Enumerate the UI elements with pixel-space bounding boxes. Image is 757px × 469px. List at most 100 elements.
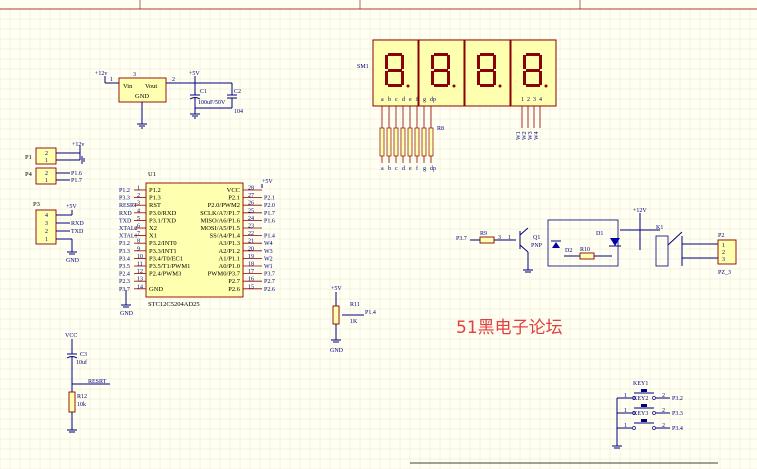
mcu-left-net: XTAL1 <box>119 234 138 240</box>
mcu-right-pin-name: A0/P1.0 <box>219 263 241 270</box>
resistor-pin-label: b <box>388 166 391 172</box>
mcu-right-pin-num: 23 <box>248 224 254 230</box>
mcu-left-pin-name: P3.5/T1/PWM1 <box>149 263 190 270</box>
mcu-right-pin-name: P2.6 <box>228 286 240 293</box>
resistor-pin-label: g <box>423 166 426 172</box>
display-com-pin: 4 <box>539 97 542 103</box>
p1-net: +12v <box>72 142 84 148</box>
mcu-left-net: XTAL2 <box>119 226 138 232</box>
p3-net-txd: TXD <box>71 229 84 235</box>
mcu-left-net: P2.3 <box>119 279 130 285</box>
p3-net-vcc: +5V <box>66 204 77 210</box>
segment <box>401 71 404 85</box>
segment <box>480 69 494 72</box>
mcu-left-pin-num: 14 <box>137 284 143 290</box>
mcu-right-pin-name: SS/A4/P1.4 <box>209 233 240 240</box>
key-pin-1: 1 <box>624 408 627 414</box>
key-pin-1: 1 <box>624 423 627 429</box>
key-pin-2: 2 <box>662 408 665 414</box>
mcu-left-pin-name: P3.0/RXD <box>149 210 177 217</box>
mcu-right-pin-num: 21 <box>248 239 254 245</box>
resistor-pin-label: dp <box>430 166 436 172</box>
mcu-right-pin-num: 17 <box>248 269 254 275</box>
pot-net: P1.4 <box>365 310 376 316</box>
mcu-left-net: P3.5 <box>119 264 130 270</box>
mcu-left-pin-name: RST <box>149 202 161 209</box>
c1-value: 100uF/50V <box>198 100 226 106</box>
segment <box>480 84 494 87</box>
resistor-pin-label: c <box>395 166 398 172</box>
display-com-pin: 3 <box>533 97 536 103</box>
display-wire-label: W3 <box>528 131 534 140</box>
mcu-left-net: RXD <box>119 211 132 217</box>
resistor <box>393 127 399 157</box>
resistor <box>421 127 427 157</box>
mcu-left-net: P3.7 <box>119 287 130 293</box>
decimal-point <box>406 84 410 88</box>
mcu-right-pin-num: 18 <box>248 262 254 268</box>
mcu-right-pin-name: MISO/A6/P1.6 <box>200 217 240 224</box>
display-seg-pin: g <box>423 97 426 103</box>
mcu-left-pin-name: X2 <box>149 225 157 232</box>
resistor-pin-label: a <box>381 166 384 172</box>
relay-in-net: P3.7 <box>456 236 467 242</box>
resistor <box>414 127 420 157</box>
display-seg-pin: c <box>395 97 398 103</box>
mcu-right-pin-num: 15 <box>248 284 254 290</box>
mcu-ref: U1 <box>148 171 156 178</box>
display-ref: SM1 <box>357 64 369 70</box>
segment <box>447 71 450 85</box>
relay-supply: +12V <box>633 208 647 214</box>
regulator-pin3: 3 <box>133 72 136 78</box>
segment <box>523 71 526 85</box>
r12-value: 10k <box>77 402 86 408</box>
r10-ref: R10 <box>580 247 590 253</box>
mcu-left-pin-name: P3.2/INT0 <box>149 240 177 247</box>
reset-net: RESRT <box>88 379 107 385</box>
mcu-left-pin-num: 5 <box>137 216 140 222</box>
pot-ref: R11 <box>350 302 360 308</box>
mcu-left-pin-name: P1.2 <box>149 187 161 194</box>
mcu-left-pin-num: 12 <box>137 269 143 275</box>
mcu-left-pin-name: GND <box>149 286 163 293</box>
mcu-right-pin-name: PWM0/P3.7 <box>208 271 241 278</box>
segment <box>431 55 434 69</box>
mcu-right-net: P3.7 <box>264 272 275 278</box>
key-net: P3.4 <box>672 426 683 432</box>
mcu-right-net: W1 <box>264 264 273 270</box>
mcu-right-pin-name: A3/P1.3 <box>219 240 241 247</box>
display-seg-pin: e <box>409 97 412 103</box>
segment <box>477 71 480 85</box>
segment <box>493 55 496 69</box>
mcu-right-net: P1.6 <box>264 218 275 224</box>
mcu-left-net: P1.2 <box>119 188 130 194</box>
display-res-ref: R8 <box>437 126 444 132</box>
r12-ref: R12 <box>77 394 87 400</box>
mcu-left-pin-name: P2.4/PWM3 <box>149 271 181 278</box>
p4-pin-2: 2 <box>45 171 48 177</box>
pot-gnd: GND <box>330 348 344 354</box>
segment <box>385 71 388 85</box>
ground-symbol <box>190 113 200 119</box>
segment <box>388 84 402 87</box>
display-wire-label: W1 <box>516 131 522 140</box>
mcu-left-pin-name: P3.3/INT1 <box>149 248 177 255</box>
segment <box>447 55 450 69</box>
regulator-gnd-label: GND <box>135 93 149 100</box>
mcu-left-net: P2.4 <box>119 272 130 278</box>
mcu-right-pin-num: 22 <box>248 231 254 237</box>
display-wire-label: W4 <box>534 131 540 140</box>
segment <box>401 55 404 69</box>
segment <box>539 55 542 69</box>
mcu-right-pin-num: 24 <box>248 216 254 222</box>
p2-pin-3: 3 <box>722 257 725 263</box>
q1-pin-1: 1 <box>508 235 511 241</box>
p3-pin-3: 3 <box>45 221 48 227</box>
q1-ref: Q1 <box>533 235 540 241</box>
mcu-left-pin-num: 8 <box>137 239 140 245</box>
display-seg-pin: b <box>388 97 391 103</box>
